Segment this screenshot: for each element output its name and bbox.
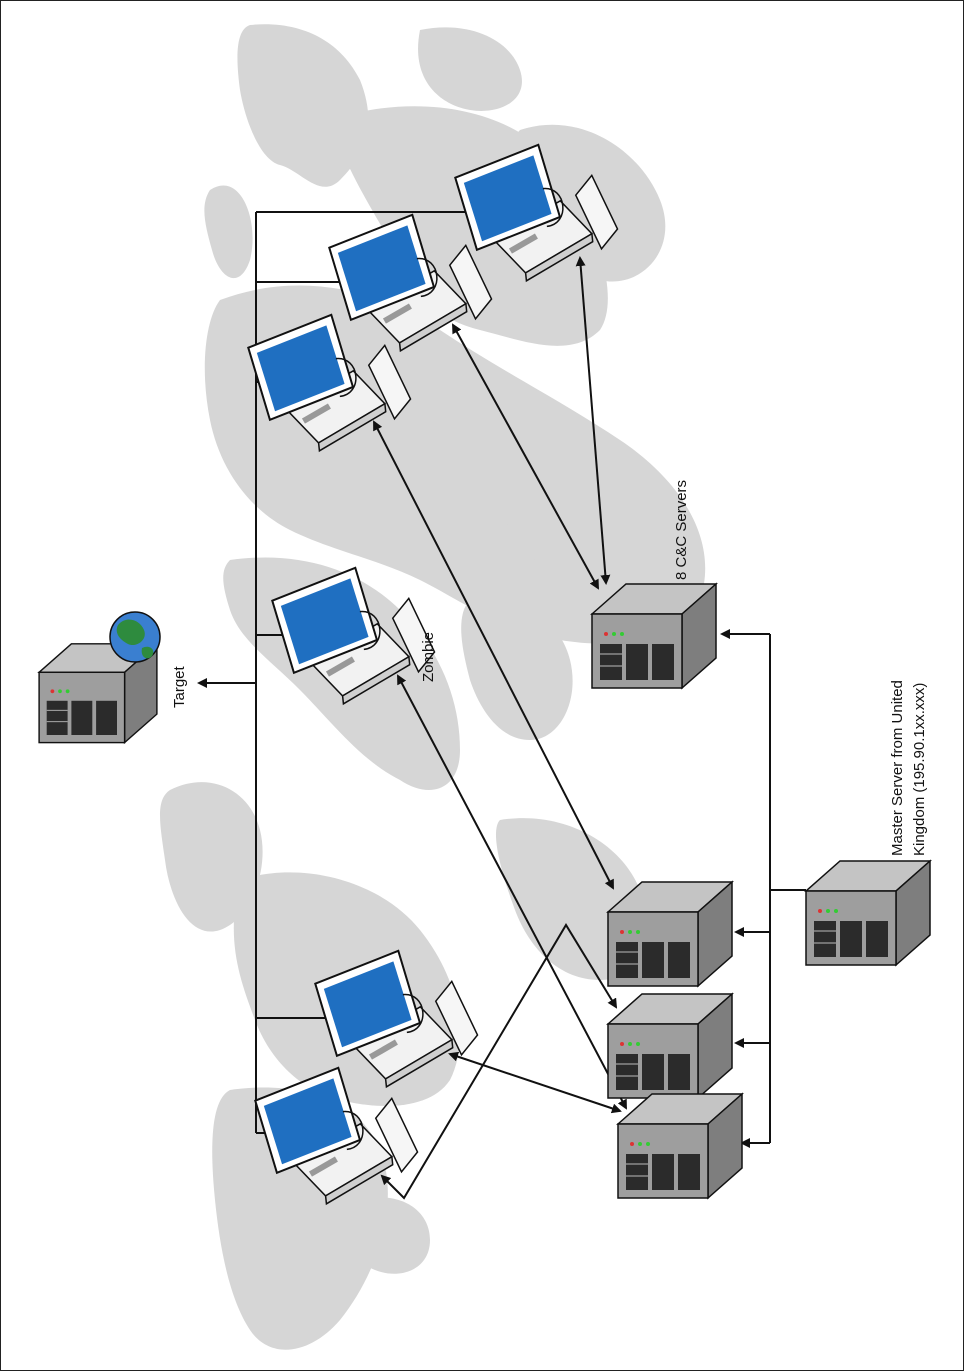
cc-server-3: [607, 993, 733, 1099]
cc-servers-label: 8 C&C Servers: [673, 480, 690, 580]
master-server-label-line2: Kingdom (195.90.1xx.xxx): [911, 683, 928, 856]
cc-server-2: [607, 881, 733, 987]
cc-zombie-links: [373, 256, 627, 1200]
zombie-label: Zombie: [420, 632, 437, 682]
cc-server-1: [591, 583, 717, 689]
cc-server-4: [617, 1093, 743, 1199]
globe-icon: [109, 611, 161, 663]
target-label: Target: [171, 665, 188, 708]
master-lines: [720, 629, 806, 1148]
master-server-label-line1: Master Server from United: [889, 680, 906, 856]
master-server: [805, 860, 931, 966]
